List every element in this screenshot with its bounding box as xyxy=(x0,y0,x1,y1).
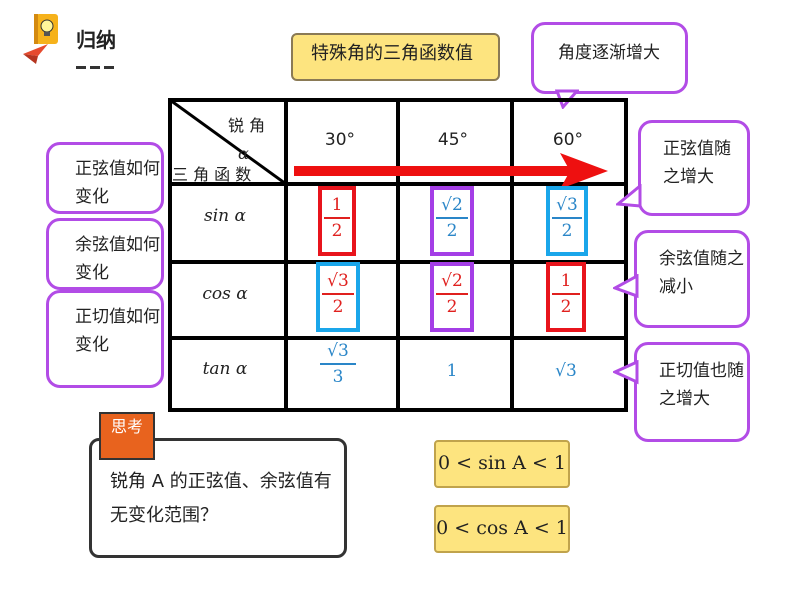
increase-arrow xyxy=(294,166,570,176)
corner-top-label: 锐 角 xyxy=(228,116,266,135)
row-label-tan: tan α xyxy=(202,359,248,379)
divider xyxy=(90,66,100,69)
think-question-box: 锐角 A 的正弦值、余弦值有无变化范围？ xyxy=(89,438,347,558)
right-callout-sin-text: 正弦值随之增大 xyxy=(663,139,731,187)
left-callout-sin-text: 正弦值如何变化 xyxy=(75,159,160,207)
left-callout-cos: 余弦值如何变化 xyxy=(46,218,164,290)
divider xyxy=(76,66,86,69)
row-label-cos: cos α xyxy=(202,284,248,304)
table-divider xyxy=(168,260,628,264)
row-label-sin: sin α xyxy=(204,206,246,226)
right-callout-tan-pointer xyxy=(613,360,639,385)
divider xyxy=(104,66,114,69)
right-callout-cos-pointer xyxy=(613,274,639,299)
header-logo xyxy=(20,10,72,72)
cos-range-text: 0 < cos A < 1 xyxy=(436,517,568,539)
right-callout-sin: 正弦值随之增大 xyxy=(638,120,750,216)
title-box: 特殊角的三角函数值 xyxy=(291,33,500,81)
right-callout-cos-text: 余弦值随之减小 xyxy=(659,249,744,297)
increase-arrowhead xyxy=(560,153,608,189)
table-divider xyxy=(168,336,628,340)
right-callout-tan-text: 正切值也随之增大 xyxy=(659,361,744,409)
table-divider xyxy=(510,98,514,412)
table-divider xyxy=(396,98,400,412)
cos-range-box: 0 < cos A < 1 xyxy=(434,505,570,553)
right-callout-sin-pointer xyxy=(616,184,642,208)
sin-range-text: 0 < sin A < 1 xyxy=(438,452,566,474)
corner-alpha-label: α xyxy=(238,144,249,163)
think-question-text: 锐角 A 的正弦值、余弦值有无变化范围？ xyxy=(110,471,332,526)
angle-callout: 角度逐渐增大 xyxy=(531,22,688,94)
corner-bottom-label: 三 角 函 数 xyxy=(172,165,252,184)
left-callout-sin: 正弦值如何变化 xyxy=(46,142,164,214)
think-tag-text: 思考 xyxy=(110,417,143,436)
table-divider xyxy=(168,182,628,186)
sin-range-box: 0 < sin A < 1 xyxy=(434,440,570,488)
left-callout-tan-text: 正切值如何变化 xyxy=(75,307,160,355)
notebook-lightbulb-icon xyxy=(23,14,58,64)
think-tag: 思考 xyxy=(99,412,155,460)
left-callout-cos-text: 余弦值如何变化 xyxy=(75,235,160,283)
tan-45-value: 1 xyxy=(446,361,458,381)
tan-60-value: √3 xyxy=(555,361,577,381)
angle-callout-text: 角度逐渐增大 xyxy=(558,43,660,63)
table-divider xyxy=(284,98,288,412)
title-text: 特殊角的三角函数值 xyxy=(311,43,473,64)
section-title: 归纳 xyxy=(76,28,116,52)
right-callout-tan: 正切值也随之增大 xyxy=(634,342,750,442)
right-callout-cos: 余弦值随之减小 xyxy=(634,230,750,328)
header-45: 45° xyxy=(437,130,469,150)
left-callout-tan: 正切值如何变化 xyxy=(46,290,164,388)
header-60: 60° xyxy=(552,130,584,150)
corner-diagonal xyxy=(170,100,286,184)
header-30: 30° xyxy=(324,130,356,150)
